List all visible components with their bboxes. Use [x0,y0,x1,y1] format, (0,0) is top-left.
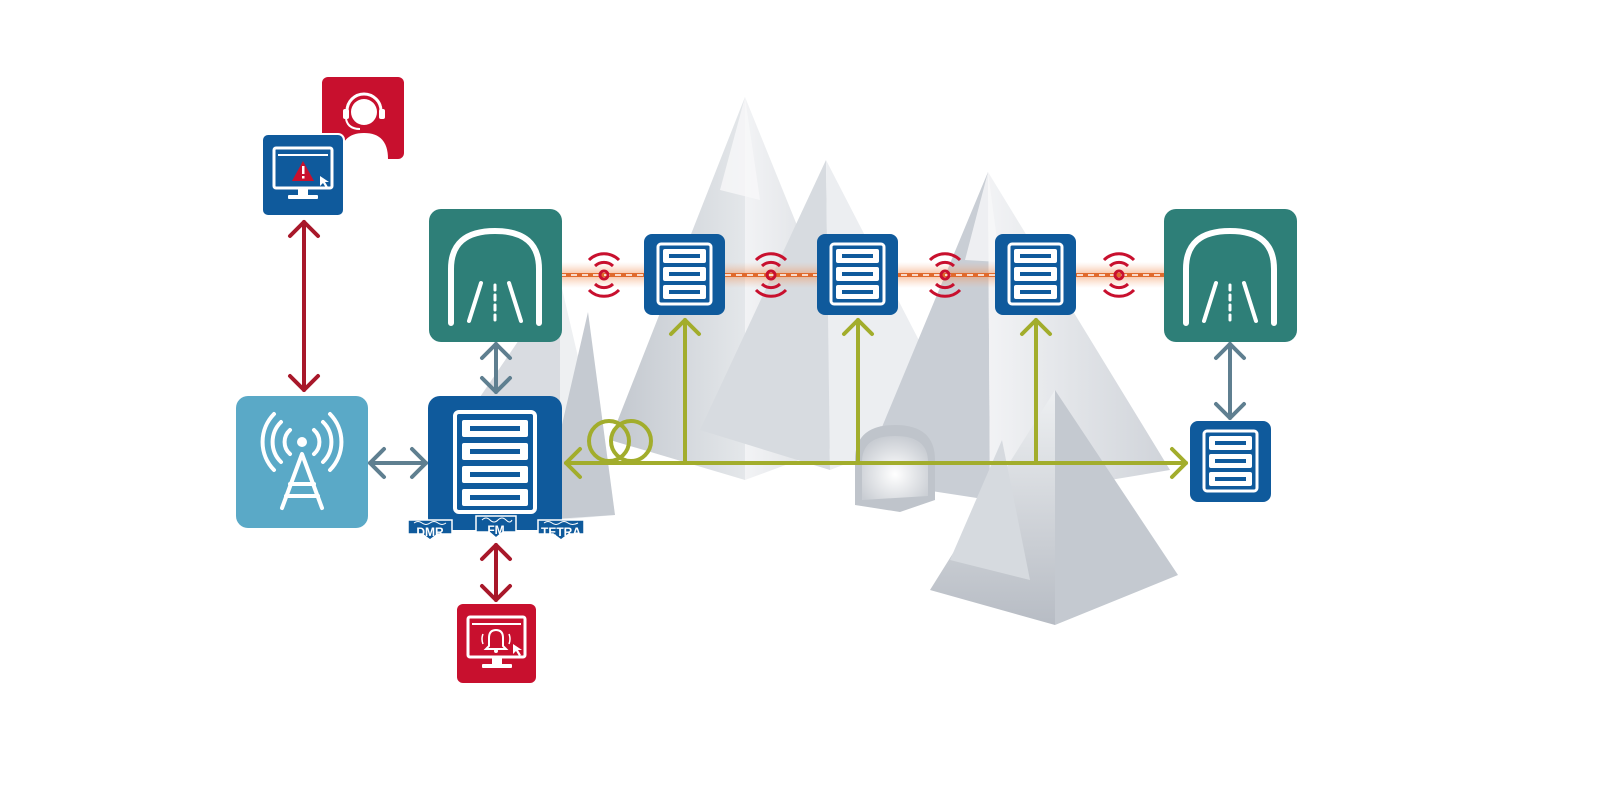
base-station-tile[interactable] [236,396,368,528]
monitor-warning-icon [272,146,334,199]
bell-monitor-tile[interactable] [457,604,536,683]
signal-radiator-2 [754,252,788,298]
radio-tower-icon [260,412,344,510]
server-rack-icon [656,242,713,306]
signal-radiator-4 [1102,252,1136,298]
arrow-base-station-to-headend [368,447,428,479]
arrow-left-tunnel-to-headend [480,342,512,394]
server-rack-icon [1007,242,1064,306]
repeater-unit-3[interactable] [995,234,1076,315]
alarm-monitor-tile[interactable] [261,133,345,217]
repeater-unit-2[interactable] [817,234,898,315]
band-label-dmr: DMR [416,525,444,539]
band-badge-fm: FM [475,515,517,539]
signal-radiator-1 [587,252,621,298]
server-rack-icon [829,242,886,306]
arrow-right-tunnel-to-remote-unit [1214,342,1246,420]
band-label-fm: FM [487,523,504,537]
headend-unit[interactable] [428,396,562,530]
signal-radiator-3 [928,252,962,298]
arrow-headend-to-bell-monitor [480,543,512,602]
tunnel-road-icon [1183,227,1277,326]
band-badge-dmr: DMR [407,519,453,541]
headset-operator-icon [340,92,388,159]
remote-unit[interactable] [1190,421,1271,502]
band-badge-tetra: TETRA [537,519,585,541]
monitor-bell-icon [466,615,527,668]
mountain-range [430,97,1178,625]
server-rack-icon [1202,429,1259,493]
band-label-tetra: TETRA [541,525,581,539]
fiber-backbone [564,318,1188,479]
tunnel-tile-right[interactable] [1164,209,1297,342]
fiber-coil-icon [587,419,653,463]
server-rack-icon [453,410,537,514]
tunnel-tile-left[interactable] [429,209,562,342]
repeater-unit-1[interactable] [644,234,725,315]
arrow-alarm-monitor-to-base-station [288,220,320,392]
tunnel-road-icon [448,227,542,326]
